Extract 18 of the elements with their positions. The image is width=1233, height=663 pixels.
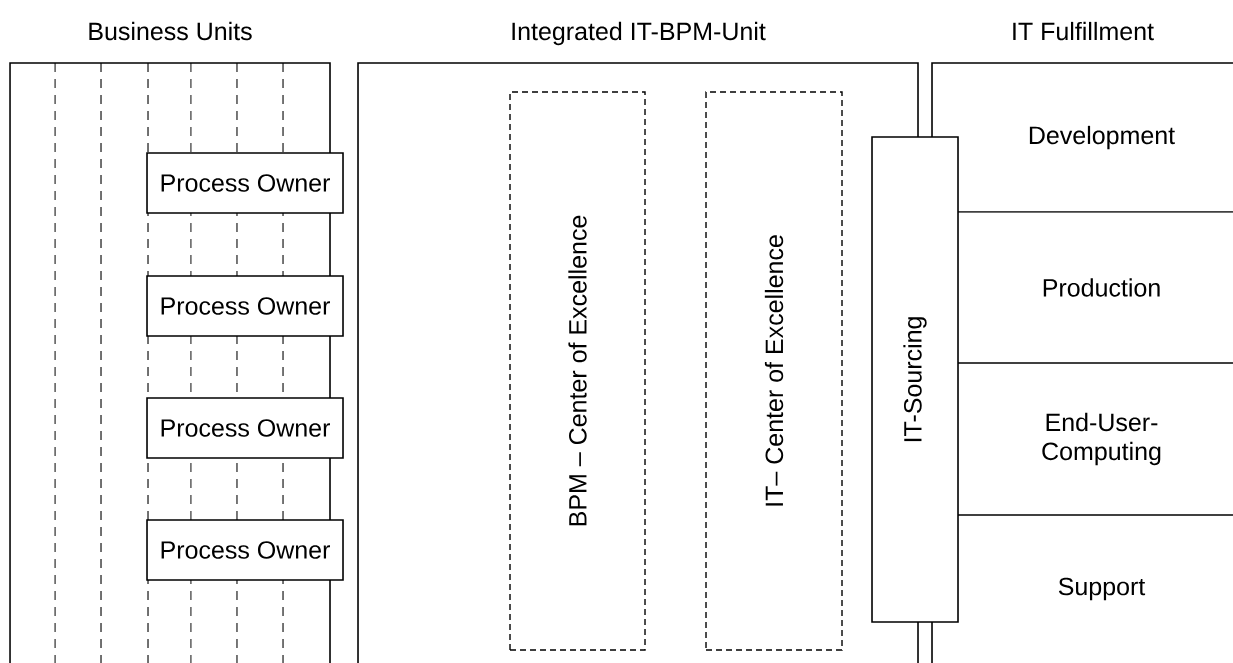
process-box [871,136,959,623]
node-label: IT-Sourcing [903,317,927,442]
node-label: Process Owner [161,174,330,192]
node-label: IT– Center of Excellence [764,235,784,506]
table-cell: Development [1029,125,1175,150]
process-box [146,152,344,214]
node-label: Process Owner [161,419,330,437]
process-box [146,275,344,337]
table-cell: Support [1058,577,1146,601]
table-cell: End-User-Computing [1042,412,1161,466]
node-label: BPM – Center of Excellence [568,215,587,526]
process-box [146,397,344,459]
dashed-box [509,91,646,651]
process-box [146,519,344,581]
node-label: Process Owner [161,297,330,315]
dashed-box [705,91,843,651]
node-label: Process Owner [161,541,330,559]
table-cell: Production [1043,278,1160,297]
